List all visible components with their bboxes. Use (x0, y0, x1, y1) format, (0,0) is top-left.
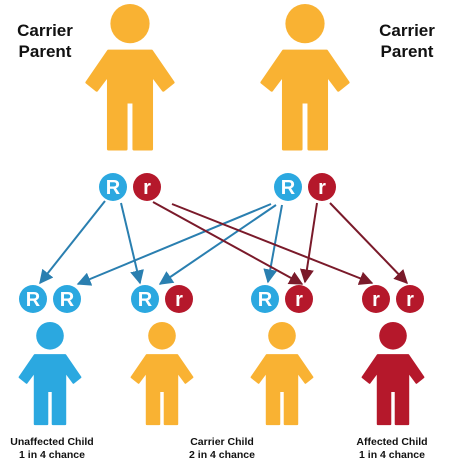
allele-label: r (295, 289, 303, 311)
dominant-allele-arrow (76, 203, 272, 286)
person-body (18, 354, 82, 426)
caption-line1: Affected Child (356, 436, 428, 448)
allele-label: r (406, 289, 414, 311)
allele-circle-dominant (131, 285, 159, 313)
child-4-alleles: r r (362, 285, 424, 313)
person-head (110, 4, 150, 44)
parent-label-line1: Carrier (17, 21, 73, 40)
allele-label: r (143, 177, 151, 199)
parent-figure-right (260, 4, 350, 151)
recessive-allele-arrow (299, 202, 318, 284)
dominant-allele-arrow (263, 204, 283, 284)
allele-label: R (281, 177, 296, 199)
inheritance-arrows (39, 200, 408, 286)
allele-label: R (106, 177, 121, 199)
recessive-allele-arrow (152, 201, 304, 285)
allele-circle-dominant (251, 285, 279, 313)
person-head (36, 322, 64, 350)
child-3-alleles: R r (251, 285, 313, 313)
caption-line2: 2 in 4 chance (189, 449, 255, 461)
allele-circle-recessive (396, 285, 424, 313)
child-figure-unaffected (18, 322, 82, 426)
parent-label-left: Carrier Parent (0, 20, 90, 62)
allele-circle-dominant (274, 173, 302, 201)
person-head (379, 322, 407, 350)
allele-label: r (318, 177, 326, 199)
caption-line2: 1 in 4 chance (359, 449, 425, 461)
person-body (260, 49, 350, 151)
parent-left-alleles: R r (99, 173, 161, 201)
allele-circle-recessive (308, 173, 336, 201)
child-1-alleles: R R (19, 285, 81, 313)
allele-circle-recessive (362, 285, 390, 313)
allele-circle-dominant (19, 285, 47, 313)
caption-line2: 1 in 4 chance (19, 449, 85, 461)
parent-label-line1: Carrier (379, 21, 435, 40)
parent-label-right: Carrier Parent (362, 20, 450, 62)
allele-label: R (26, 289, 41, 311)
allele-circle-recessive (165, 285, 193, 313)
allele-label: r (175, 289, 183, 311)
caption-line1: Unaffected Child (10, 436, 94, 448)
allele-circle-recessive (133, 173, 161, 201)
person-head (148, 322, 176, 350)
child-figure-carrier-2 (250, 322, 314, 426)
person-body (85, 49, 175, 151)
person-body (130, 354, 194, 426)
child-figure-carrier-1 (130, 322, 194, 426)
allele-circle-dominant (99, 173, 127, 201)
child-figure-affected (361, 322, 425, 426)
parent-right-alleles: R r (274, 173, 336, 201)
recessive-allele-arrow (329, 202, 408, 285)
parent-figure-left (85, 4, 175, 151)
allele-label: R (258, 289, 273, 311)
caption-carrier: Carrier Child 2 in 4 chance (162, 436, 282, 462)
allele-circle-dominant (53, 285, 81, 313)
dominant-allele-arrow (120, 202, 144, 285)
person-head (268, 322, 296, 350)
parent-label-line2: Parent (18, 42, 72, 61)
person-body (250, 354, 314, 426)
allele-label: R (138, 289, 153, 311)
allele-label: R (60, 289, 75, 311)
recessive-allele-arrow (171, 203, 374, 285)
dominant-allele-arrow (39, 200, 106, 285)
person-body (361, 354, 425, 426)
caption-affected: Affected Child 1 in 4 chance (332, 436, 450, 462)
parent-label-line2: Parent (380, 42, 434, 61)
allele-circle-recessive (285, 285, 313, 313)
dominant-allele-arrow (158, 204, 277, 285)
caption-line1: Carrier Child (190, 436, 254, 448)
allele-label: r (372, 289, 380, 311)
child-2-alleles: R r (131, 285, 193, 313)
caption-unaffected: Unaffected Child 1 in 4 chance (0, 436, 112, 462)
person-head (285, 4, 325, 44)
